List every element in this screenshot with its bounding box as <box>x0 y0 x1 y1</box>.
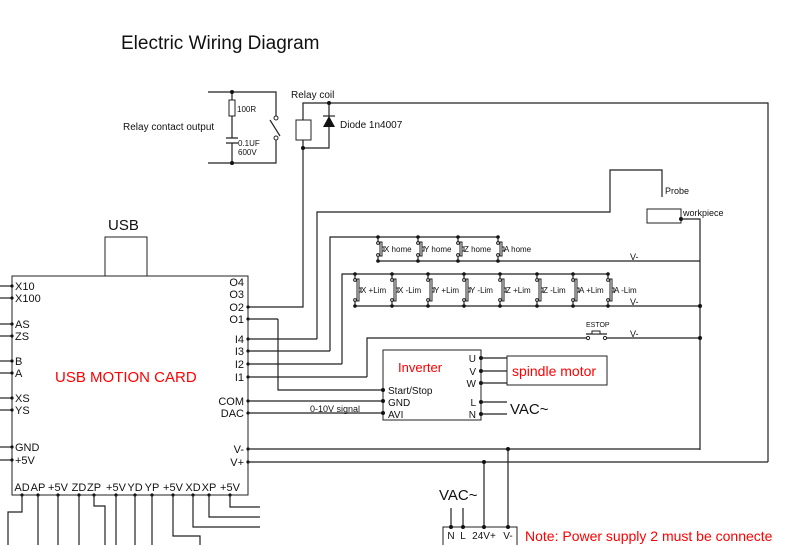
home-switches: X home Y home Z home A home <box>376 235 532 263</box>
inverter <box>382 349 482 421</box>
switch-label: A home <box>504 245 532 254</box>
card-pin-label: +5V <box>15 455 36 467</box>
estop-label: ESTOP <box>586 322 610 329</box>
usb-label: USB <box>108 217 139 234</box>
power-supply-vac: VAC~ <box>439 487 478 504</box>
switch-label: Z -Lim <box>543 286 566 295</box>
power-terminal-label: 24V+ <box>472 531 496 542</box>
switch-label: A -Lim <box>614 286 637 295</box>
inverter-name: Inverter <box>398 360 443 375</box>
card-pin-label: +5V <box>106 482 127 494</box>
card-pin-label: XP <box>202 482 217 494</box>
card-pin-label: +5V <box>163 482 184 494</box>
diode-label: Diode 1n4007 <box>340 120 403 131</box>
estop-button <box>591 330 601 335</box>
switch-label: Y +Lim <box>434 286 459 295</box>
probe-label: Probe <box>665 186 689 196</box>
inverter-output-label: N <box>469 410 476 421</box>
card-pin-label: A <box>15 368 23 380</box>
power-terminal-label: V- <box>503 531 512 542</box>
card-pin-label: YS <box>15 405 30 417</box>
card-pin-label: ZP <box>87 482 101 494</box>
inverter-avi: AVI <box>388 410 403 421</box>
switch-label: A +Lim <box>579 286 604 295</box>
capacitor-voltage-label: 600V <box>238 148 257 157</box>
power-terminal-label: L <box>460 531 466 542</box>
card-pin-label: YP <box>145 482 160 494</box>
card-pin-label: COM <box>218 396 244 408</box>
diode-icon <box>323 116 335 127</box>
card-pin-label: YD <box>127 482 142 494</box>
capacitor-label: 0.1UF <box>238 139 260 148</box>
card-pin-label: AS <box>15 319 30 331</box>
card-name: USB MOTION CARD <box>55 369 197 386</box>
switch-label: Z +Lim <box>506 286 531 295</box>
resistor <box>228 99 236 117</box>
card-pin-label: B <box>15 356 22 368</box>
resistor-label: 100R <box>237 105 256 114</box>
card-pin-label: GND <box>15 442 40 454</box>
switch-label: X +Lim <box>361 286 386 295</box>
workpiece-label: workpiece <box>682 208 724 218</box>
signal-label: 0-10V signal <box>310 404 360 414</box>
vac-label: VAC~ <box>510 401 549 418</box>
power-terminal-label: N <box>447 531 454 542</box>
card-pin-label: X100 <box>15 293 41 305</box>
card-pin-label: O1 <box>229 314 244 326</box>
inverter-output-label: L <box>470 398 476 409</box>
workpiece <box>646 208 682 224</box>
vminus-label: V- <box>630 329 639 339</box>
card-pin-label: XS <box>15 393 30 405</box>
card-pin-label: ZD <box>72 482 87 494</box>
card-pin-label: O4 <box>229 277 244 289</box>
card-pin-label: O2 <box>229 302 244 314</box>
relay-circuit: Relay contact output 100R 0.1UF 600V Rel… <box>123 90 769 462</box>
vminus-label: V- <box>630 297 639 307</box>
relay-coil-label: Relay coil <box>291 90 334 101</box>
card-pin-label: O3 <box>229 289 244 301</box>
relay-coil <box>295 119 312 141</box>
inverter-start-stop: Start/Stop <box>388 386 433 397</box>
motion-card <box>11 275 249 496</box>
card-pin-label: V+ <box>230 457 244 469</box>
switch-label: Y -Lim <box>470 286 493 295</box>
card-pin-label: +5V <box>48 482 69 494</box>
inverter-output-label: V <box>469 367 476 378</box>
power-supply <box>442 526 518 545</box>
switch-label: Y home <box>424 245 452 254</box>
card-pin-label: XD <box>185 482 200 494</box>
power-note: Note: Power supply 2 must be connecte <box>525 528 773 544</box>
spindle-motor-label: spindle motor <box>512 363 596 379</box>
switch-label: X home <box>384 245 412 254</box>
inverter-gnd: GND <box>388 398 410 409</box>
card-pin-label: ZS <box>15 331 29 343</box>
switch-label: X -Lim <box>398 286 421 295</box>
vminus-label: V- <box>630 252 639 262</box>
limit-switches: X +Lim X -Lim Y +Lim Y -Lim Z +Lim Z -Lim A +L… <box>353 272 637 308</box>
inverter-output-label: U <box>469 354 476 365</box>
card-pin-label: I1 <box>235 372 244 384</box>
card-pin-label: +5V <box>220 482 241 494</box>
inverter-output-label: W <box>467 379 477 390</box>
diagram-title: Electric Wiring Diagram <box>121 33 319 54</box>
card-pin-label: X10 <box>15 281 35 293</box>
spindle-motor <box>506 355 608 386</box>
card-pin-label: AD <box>14 482 29 494</box>
card-pin-label: I3 <box>235 346 244 358</box>
card-pin-label: AP <box>31 482 46 494</box>
switch-label: Z home <box>464 245 492 254</box>
card-pin-label: I4 <box>235 334 244 346</box>
card-pin-label: I2 <box>235 359 244 371</box>
card-pin-label: V- <box>234 444 245 456</box>
relay-contact-label: Relay contact output <box>123 122 214 133</box>
card-pin-label: DAC <box>221 408 244 420</box>
